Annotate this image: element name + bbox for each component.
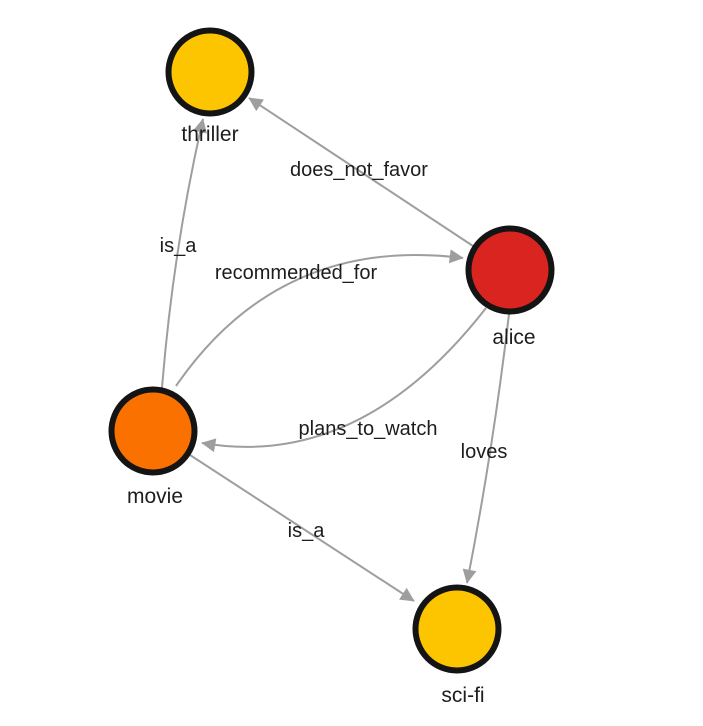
node-alice[interactable] bbox=[465, 225, 555, 315]
edge-label-recommended_for-movie-alice: recommended_for bbox=[215, 262, 378, 284]
node-movie[interactable] bbox=[108, 386, 198, 476]
edge-plans_to_watch-alice-movie[interactable] bbox=[201, 307, 487, 453]
edge-label-loves-alice-sci-fi: loves bbox=[461, 441, 508, 463]
edge-label-does_not_favor-alice-thriller: does_not_favor bbox=[290, 159, 428, 181]
node-sci-fi[interactable] bbox=[412, 584, 502, 674]
edge-label-plans_to_watch-alice-movie: plans_to_watch bbox=[299, 418, 438, 440]
node-label-thriller: thriller bbox=[181, 123, 238, 146]
edges-layer bbox=[161, 97, 510, 602]
node-label-movie: movie bbox=[127, 485, 183, 508]
edge-label-is_a-movie-thriller: is_a bbox=[160, 235, 198, 257]
node-label-alice: alice bbox=[492, 326, 535, 349]
edge-is_a-movie-sci-fi[interactable] bbox=[189, 454, 415, 602]
edge-is_a-movie-thriller[interactable] bbox=[161, 118, 207, 389]
node-thriller[interactable] bbox=[165, 27, 255, 117]
edge-labels-layer: is_a does_not_favor recommended_for plans_t… bbox=[160, 159, 508, 542]
edge-does_not_favor-alice-thriller[interactable] bbox=[248, 97, 474, 247]
node-labels-layer: thriller alice movie sci-fi bbox=[127, 123, 536, 707]
edge-recommended_for-movie-alice[interactable] bbox=[175, 249, 464, 387]
edge-loves-alice-sci-fi[interactable] bbox=[462, 313, 510, 584]
node-label-sci-fi: sci-fi bbox=[441, 684, 484, 707]
nodes-layer bbox=[108, 27, 555, 674]
edge-label-is_a-movie-sci-fi: is_a bbox=[288, 520, 326, 542]
